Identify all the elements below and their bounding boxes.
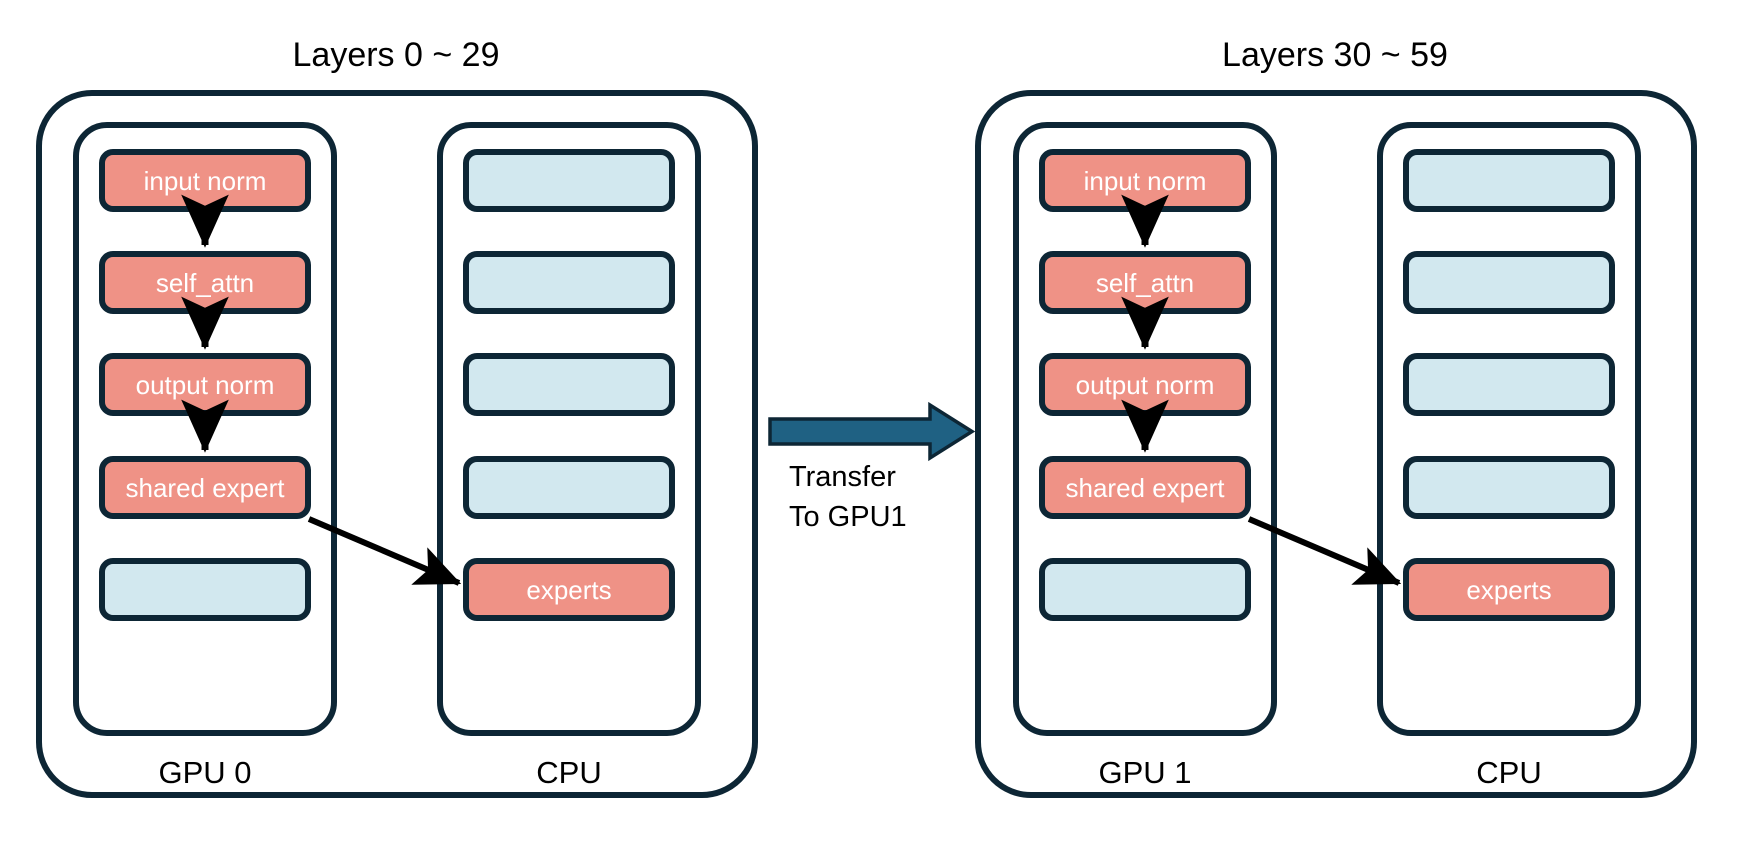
column-label-cpu-right: CPU (1476, 755, 1542, 790)
block-cpu-left-slot-2[interactable] (463, 251, 675, 314)
block-shared-expert-gpu1[interactable]: shared expert (1039, 456, 1251, 519)
column-label-gpu-1: GPU 1 (1098, 755, 1192, 790)
column-cpu-left (437, 122, 701, 736)
block-cpu-right-slot-3[interactable] (1403, 353, 1615, 416)
block-input-norm-gpu0[interactable]: input norm (99, 149, 311, 212)
block-cpu-left-slot-3[interactable] (463, 353, 675, 416)
block-experts-cpu-left[interactable]: experts (463, 558, 675, 621)
column-gpu-1 (1013, 122, 1277, 736)
block-self-attn-gpu0[interactable]: self_attn (99, 251, 311, 314)
transfer-arrow (768, 401, 976, 462)
column-label-cpu-left: CPU (536, 755, 602, 790)
block-cpu-right-slot-2[interactable] (1403, 251, 1615, 314)
block-output-norm-gpu1[interactable]: output norm (1039, 353, 1251, 416)
block-output-norm-gpu0[interactable]: output norm (99, 353, 311, 416)
block-empty-gpu0[interactable] (99, 558, 311, 621)
block-experts-cpu-right[interactable]: experts (1403, 558, 1615, 621)
block-empty-gpu1[interactable] (1039, 558, 1251, 621)
block-cpu-right-slot-1[interactable] (1403, 149, 1615, 212)
column-cpu-right (1377, 122, 1641, 736)
block-cpu-left-slot-1[interactable] (463, 149, 675, 212)
block-shared-expert-gpu0[interactable]: shared expert (99, 456, 311, 519)
transfer-label-line1: Transfer (789, 461, 896, 493)
block-self-attn-gpu1[interactable]: self_attn (1039, 251, 1251, 314)
block-cpu-left-slot-4[interactable] (463, 456, 675, 519)
column-label-gpu-0: GPU 0 (158, 755, 252, 790)
column-gpu-0 (73, 122, 337, 736)
block-input-norm-gpu1[interactable]: input norm (1039, 149, 1251, 212)
block-cpu-right-slot-4[interactable] (1403, 456, 1615, 519)
transfer-label-line2: To GPU1 (789, 501, 907, 533)
panel-title-right: Layers 30 ~ 59 (1222, 36, 1448, 74)
panel-title-left: Layers 0 ~ 29 (292, 36, 500, 74)
